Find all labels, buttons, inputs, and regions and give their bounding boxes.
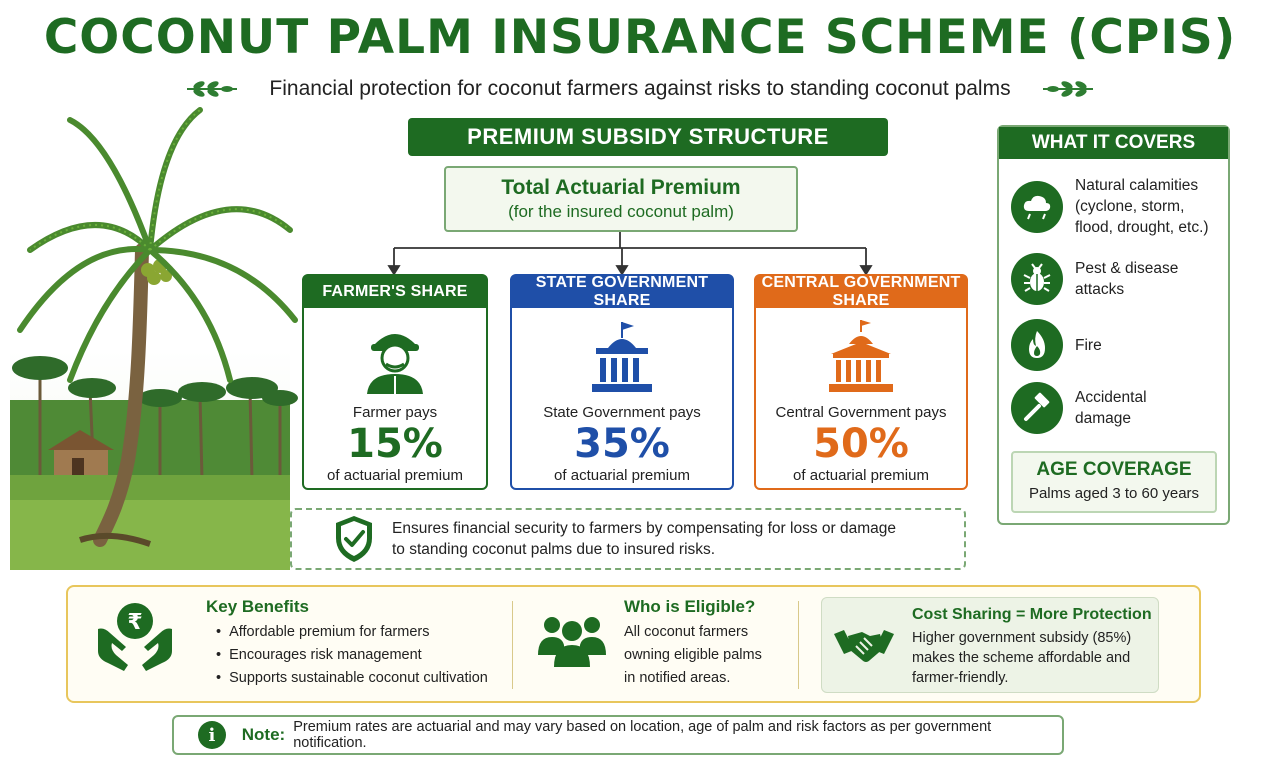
subtitle-row: Financial protection for coconut farmers… [0, 74, 1280, 104]
storm-cloud-icon [1011, 180, 1063, 233]
farmer-share-card: FARMER'S SHARE Farmer pays 15% of actuar… [302, 274, 488, 490]
eligibility-title: Who is Eligible? [624, 597, 756, 616]
coverage-item-pest-disease: Pest & disease attacks [1011, 253, 1178, 305]
divider [798, 601, 799, 689]
coverage-fire-text: Fire [1075, 336, 1102, 354]
financial-security-text: Ensures financial security to farmers by… [392, 520, 896, 558]
note-text: Premium rates are actuarial and may vary… [293, 719, 992, 751]
cost-sharing-text: Higher government subsidy (85%) makes th… [912, 630, 1132, 686]
age-coverage-box: AGE COVERAGE Palms aged 3 to 60 years [1011, 451, 1217, 513]
bug-icon [1011, 253, 1063, 305]
coverage-item-accidental: Accidental damage [1011, 382, 1147, 434]
farmer-pays-text: Farmer pays [352, 404, 438, 421]
parliament-building-icon [829, 320, 893, 392]
total-premium-box: Total Actuarial Premium (for the insured… [444, 166, 798, 232]
page-title: COCONUT PALM INSURANCE SCHEME (CPIS) [43, 10, 1237, 65]
coverage-panel: WHAT IT COVERS Natural calamities (cyclo… [997, 125, 1230, 525]
central-pays-text: Central Government pays [775, 404, 947, 421]
state-share-of-text: of actuarial premium [554, 467, 690, 484]
divider [512, 601, 513, 689]
benefits-panel: ₹ Key Benefits Affordable premium for fa… [66, 585, 1201, 703]
premium-connector-lines [387, 232, 873, 276]
handshake-icon [834, 630, 894, 662]
central-share-percent: 50% [813, 421, 909, 467]
total-premium-subtitle: (for the insured coconut palm) [508, 202, 734, 221]
state-share-percent: 35% [574, 421, 670, 467]
central-share-of-text: of actuarial premium [793, 467, 929, 484]
note-bar: i Note: Premium rates are actuarial and … [172, 715, 1064, 755]
financial-security-box: Ensures financial security to farmers by… [290, 508, 966, 570]
central-share-card: CENTRAL GOVERNMENT SHARE Central Governm… [754, 274, 968, 490]
svg-text:₹: ₹ [127, 610, 142, 635]
farmer-share-label: FARMER'S SHARE [304, 276, 486, 308]
coverage-item-natural-calamities: Natural calamities (cyclone, storm, floo… [1011, 175, 1209, 238]
cost-sharing-title: Cost Sharing = More Protection [912, 606, 1152, 623]
rupee-hands-icon: ₹ [98, 603, 172, 671]
eligibility-text: All coconut farmers owning eligible palm… [624, 624, 762, 686]
cost-sharing-box: Cost Sharing = More Protection Higher go… [821, 597, 1159, 693]
coverage-item-fire: Fire [1011, 319, 1102, 371]
farmer-share-of-text: of actuarial premium [327, 467, 463, 484]
farmer-share-percent: 15% [347, 421, 443, 467]
people-group-icon [538, 617, 606, 667]
government-building-icon [592, 322, 652, 392]
note-label: Note: [241, 725, 286, 744]
leaf-sprig-right-icon [1042, 81, 1093, 97]
list-item: Supports sustainable coconut cultivation [216, 667, 488, 690]
premium-section-header: PREMIUM SUBSIDY STRUCTURE [408, 118, 888, 156]
coverage-accidental-text: Accidental damage [1075, 389, 1147, 427]
hammer-icon [1011, 382, 1063, 434]
coverage-title: WHAT IT COVERS [999, 127, 1228, 159]
total-premium-title: Total Actuarial Premium [501, 176, 741, 199]
list-item: Affordable premium for farmers [216, 621, 488, 644]
state-pays-text: State Government pays [543, 404, 701, 421]
list-item: Encourages risk management [216, 644, 488, 667]
info-icon: i [198, 721, 226, 749]
page-subtitle: Financial protection for coconut farmers… [269, 77, 1011, 100]
central-share-label: CENTRAL GOVERNMENT SHARE [756, 274, 966, 309]
coverage-pest-text: Pest & disease attacks [1075, 260, 1179, 298]
coconut-palm-illustration [10, 107, 298, 570]
leaf-sprig-left-icon [187, 81, 238, 97]
age-coverage-title: AGE COVERAGE [1036, 459, 1192, 480]
shield-check-icon [336, 516, 372, 562]
state-share-card: STATE GOVERNMENT SHARE State Government … [510, 274, 734, 490]
key-benefits-list: Affordable premium for farmers Encourage… [216, 621, 488, 690]
age-coverage-text: Palms aged 3 to 60 years [1028, 485, 1200, 502]
farmer-icon [367, 334, 423, 394]
key-benefits-title: Key Benefits [206, 597, 309, 616]
state-share-label: STATE GOVERNMENT SHARE [512, 274, 732, 309]
coverage-natural-text: Natural calamities (cyclone, storm, floo… [1075, 177, 1209, 236]
fire-icon [1011, 319, 1063, 371]
